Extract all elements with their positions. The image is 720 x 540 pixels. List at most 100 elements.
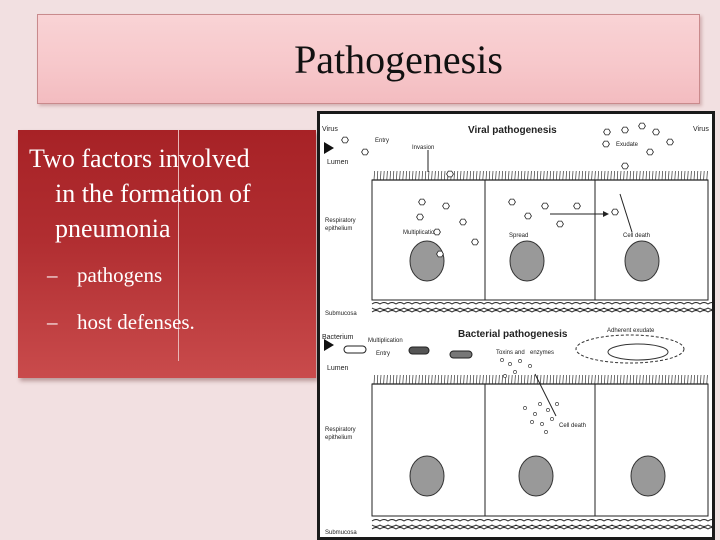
virus-particle-icon xyxy=(446,170,454,178)
bacterial-submucosa-tissue xyxy=(371,519,712,530)
sub-text: pathogens xyxy=(77,263,163,287)
cilium xyxy=(437,374,439,385)
bacterium-rod xyxy=(343,345,367,354)
main-bullet: Two factors involved in the formation of… xyxy=(29,141,319,246)
virus-particle-icon xyxy=(471,238,479,246)
cilium xyxy=(453,374,455,385)
cilium xyxy=(533,374,535,385)
toxin-dot xyxy=(530,420,534,424)
virus-particle-icon xyxy=(418,198,426,206)
cilium xyxy=(405,374,407,385)
cilium xyxy=(460,170,462,181)
cilium xyxy=(581,170,583,181)
bacterial-cell-death: Cell death xyxy=(559,423,586,429)
cilium xyxy=(498,374,500,385)
cilium xyxy=(658,170,660,181)
virus-particle-icon xyxy=(638,122,646,130)
cilium xyxy=(658,374,660,385)
toxin-dot xyxy=(544,430,548,434)
cilium xyxy=(610,374,612,385)
cilium xyxy=(520,374,523,385)
cilium xyxy=(706,170,708,181)
cilium xyxy=(610,170,612,181)
cilium xyxy=(376,170,379,181)
cilium xyxy=(565,374,567,385)
cilium xyxy=(402,374,404,385)
cilium xyxy=(424,374,427,385)
viral-title: Viral pathogenesis xyxy=(468,125,557,136)
virus-particle-icon xyxy=(621,162,629,170)
cilium xyxy=(543,374,545,385)
cilium xyxy=(546,374,548,385)
cilium xyxy=(373,374,375,385)
cilium xyxy=(632,170,635,181)
toxin-dot xyxy=(500,358,504,362)
viral-nucleus xyxy=(624,240,660,282)
cilium xyxy=(572,374,574,385)
viral-submucosa-tissue xyxy=(371,302,712,313)
viral-death-arrow xyxy=(619,193,633,233)
cilium xyxy=(652,374,654,385)
cilium xyxy=(389,374,391,385)
cilium xyxy=(453,170,455,181)
cilium xyxy=(373,170,375,181)
cilium xyxy=(607,374,609,385)
bacterial-adherent-exudate: Adherent exudate xyxy=(607,328,655,334)
cilium xyxy=(693,170,695,181)
cilium xyxy=(440,374,443,385)
cilium xyxy=(463,170,465,181)
cilium xyxy=(392,374,395,385)
viral-submucosa: Submucosa xyxy=(325,311,357,317)
cilium xyxy=(440,170,443,181)
submucosa-fiber xyxy=(371,310,712,313)
cilium xyxy=(444,374,446,385)
cilium xyxy=(415,374,417,385)
virus-particle-icon xyxy=(573,202,581,210)
submucosa-fiber xyxy=(371,302,712,305)
viral-pointer-icon xyxy=(324,142,334,154)
cilium xyxy=(412,170,414,181)
cilium xyxy=(482,374,484,385)
cilium xyxy=(703,374,705,385)
cilium xyxy=(680,170,683,181)
cilium xyxy=(421,374,423,385)
bacterial-death-arrow xyxy=(534,373,557,417)
cilium xyxy=(501,170,503,181)
virus-particle-icon xyxy=(459,218,467,226)
cilium xyxy=(607,170,609,181)
cilium xyxy=(655,374,657,385)
viral-spread: Spread xyxy=(509,233,528,239)
cilium xyxy=(524,374,526,385)
virus-particle-icon xyxy=(341,136,349,144)
cilium xyxy=(652,170,654,181)
cilium xyxy=(376,374,379,385)
cilium xyxy=(648,170,651,181)
viral-virus-right: Virus xyxy=(693,126,709,133)
cilium xyxy=(568,170,571,181)
adherent-exudate-mass xyxy=(575,334,685,364)
cilium xyxy=(408,170,411,181)
cilium xyxy=(527,374,529,385)
cilium xyxy=(511,374,513,385)
virus-particle-icon xyxy=(436,250,444,258)
cilium xyxy=(527,170,529,181)
virus-particle-icon xyxy=(524,212,532,220)
cilium xyxy=(588,374,590,385)
cilium xyxy=(684,374,686,385)
cilium xyxy=(405,170,407,181)
bacterial-respiratory-1: Respiratory xyxy=(325,427,356,433)
cilium xyxy=(597,374,599,385)
virus-particle-icon xyxy=(666,138,674,146)
virus-particle-icon xyxy=(621,126,629,134)
cilium xyxy=(559,170,561,181)
cilium xyxy=(380,170,382,181)
cilium xyxy=(514,170,516,181)
cilium xyxy=(456,374,459,385)
cilium xyxy=(588,170,590,181)
viral-lumen: Lumen xyxy=(327,159,349,166)
viral-cell-death: Cell death xyxy=(623,233,650,239)
bullet-line-1: Two factors involved xyxy=(29,144,250,173)
bacterium-rod xyxy=(408,346,430,355)
toxin-dot xyxy=(513,370,517,374)
cilium xyxy=(466,170,468,181)
